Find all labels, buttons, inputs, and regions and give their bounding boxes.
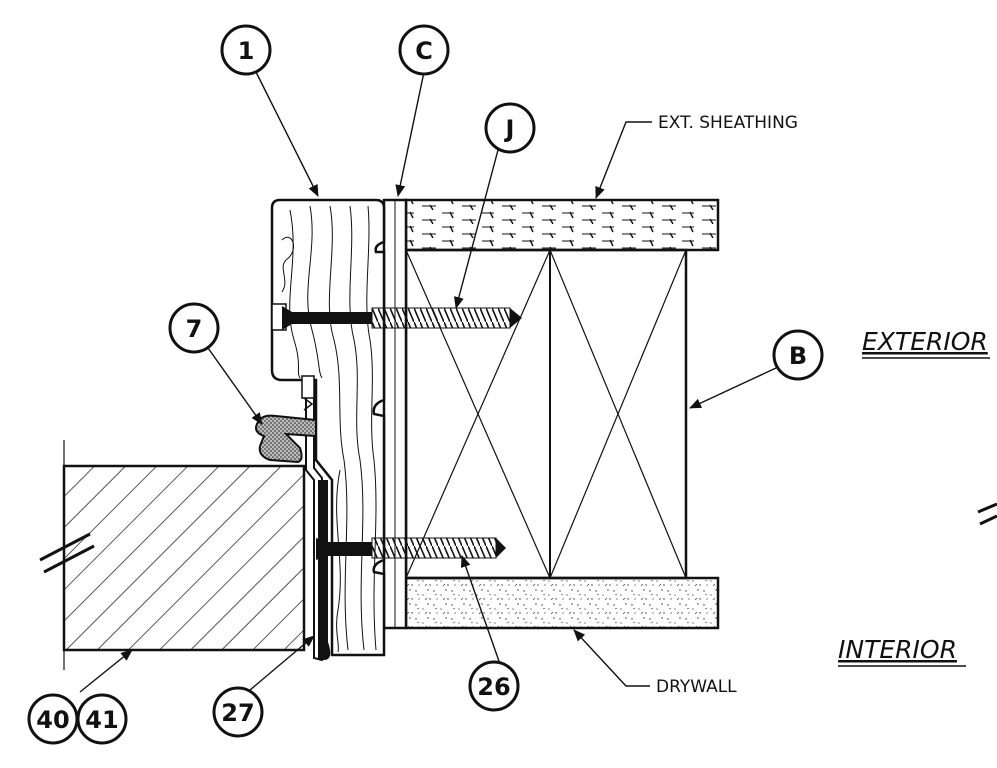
callout-j: J — [484, 102, 536, 154]
window-frame-fin — [301, 375, 331, 662]
callout-7: 7 — [168, 302, 220, 354]
callout-b: B — [772, 329, 824, 381]
callout-1-label: 1 — [238, 37, 255, 65]
callout-27-label: 27 — [221, 699, 254, 727]
framing-stud — [404, 248, 688, 580]
right-break-line — [977, 502, 997, 526]
callout-40: 40 — [27, 693, 79, 745]
callout-26-label: 26 — [477, 673, 510, 701]
leader-lines — [79, 71, 777, 693]
callout-27: 27 — [212, 686, 264, 738]
shim-strip — [382, 198, 408, 630]
callout-26: 26 — [468, 660, 520, 712]
callout-40-label: 40 — [36, 706, 69, 734]
callout-41-label: 41 — [85, 706, 118, 734]
ext-sheathing-note: EXT. SHEATHING — [658, 113, 798, 133]
break-line-symbol — [39, 532, 95, 574]
callout-1: 1 — [220, 24, 272, 76]
callout-j-label: J — [504, 115, 515, 143]
callout-7-label: 7 — [186, 315, 203, 343]
callout-c-label: C — [415, 37, 433, 65]
callout-41: 41 — [76, 693, 128, 745]
callout-c: C — [398, 24, 450, 76]
glazing-gasket — [255, 414, 317, 464]
screw-upper — [282, 306, 522, 330]
exterior-label: EXTERIOR — [862, 327, 988, 356]
screw-lower — [316, 537, 506, 560]
sash-section — [39, 440, 306, 670]
callout-b-label: B — [789, 342, 807, 370]
drywall-panel — [404, 576, 720, 630]
ext-sheathing-panel — [404, 198, 720, 252]
drywall-note: DRYWALL — [656, 677, 737, 697]
interior-label: INTERIOR — [838, 635, 957, 664]
